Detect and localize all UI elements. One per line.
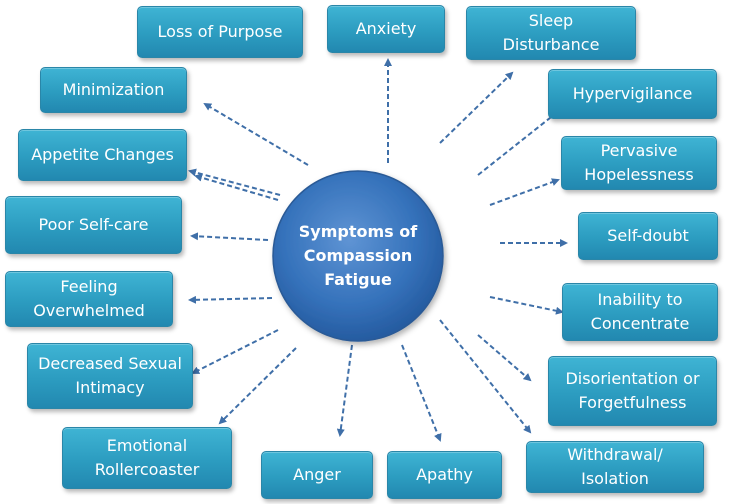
- connector-arrow: [203, 102, 309, 166]
- connector-arrow: [188, 168, 281, 196]
- symptom-anger: Anger: [261, 451, 373, 499]
- symptom-minimization: Minimization: [40, 67, 187, 113]
- connector-arrow: [190, 232, 269, 241]
- connector-arrow: [489, 178, 560, 206]
- connector-arrow: [401, 344, 442, 442]
- symptom-pervasive-hopelessness: Pervasive Hopelessness: [561, 136, 717, 190]
- symptom-decreased-sexual-intimacy: Decreased Sexual Intimacy: [27, 343, 193, 409]
- connector-arrow: [188, 295, 273, 304]
- symptom-anxiety: Anxiety: [327, 5, 445, 53]
- central-hub: [272, 170, 444, 342]
- connector-arrow: [439, 71, 514, 144]
- symptom-withdrawal-isolation: Withdrawal/ Isolation: [526, 441, 704, 493]
- connector-arrow: [218, 347, 297, 425]
- symptom-disorientation-or-forgetfulness: Disorientation or Forgetfulness: [548, 356, 717, 426]
- symptom-self-doubt: Self-doubt: [578, 212, 718, 260]
- connector-arrow: [439, 319, 532, 434]
- connector-arrow: [489, 296, 564, 315]
- symptom-emotional-rollercoaster: Emotional Rollercoaster: [62, 427, 232, 489]
- connector-arrow: [336, 344, 353, 437]
- symptom-poor-self-care: Poor Self-care: [5, 196, 182, 254]
- central-hub-label: Symptoms of Compassion Fatigue: [298, 222, 418, 289]
- symptom-inability-to-concentrate: Inability to Concentrate: [562, 283, 718, 341]
- symptom-hypervigilance: Hypervigilance: [548, 69, 717, 119]
- connector-arrow: [477, 108, 562, 176]
- connector-arrow: [477, 334, 532, 382]
- symptom-feeling-overwhelmed: Feeling Overwhelmed: [5, 271, 173, 327]
- symptom-appetite-changes: Appetite Changes: [18, 129, 187, 181]
- symptom-apathy: Apathy: [387, 451, 502, 499]
- connector-arrow: [191, 329, 279, 374]
- symptom-loss-of-purpose: Loss of Purpose: [137, 6, 303, 58]
- connector-arrows: [188, 58, 568, 442]
- connector-arrow: [194, 173, 279, 201]
- symptom-sleep-disturbance: Sleep Disturbance: [466, 6, 636, 60]
